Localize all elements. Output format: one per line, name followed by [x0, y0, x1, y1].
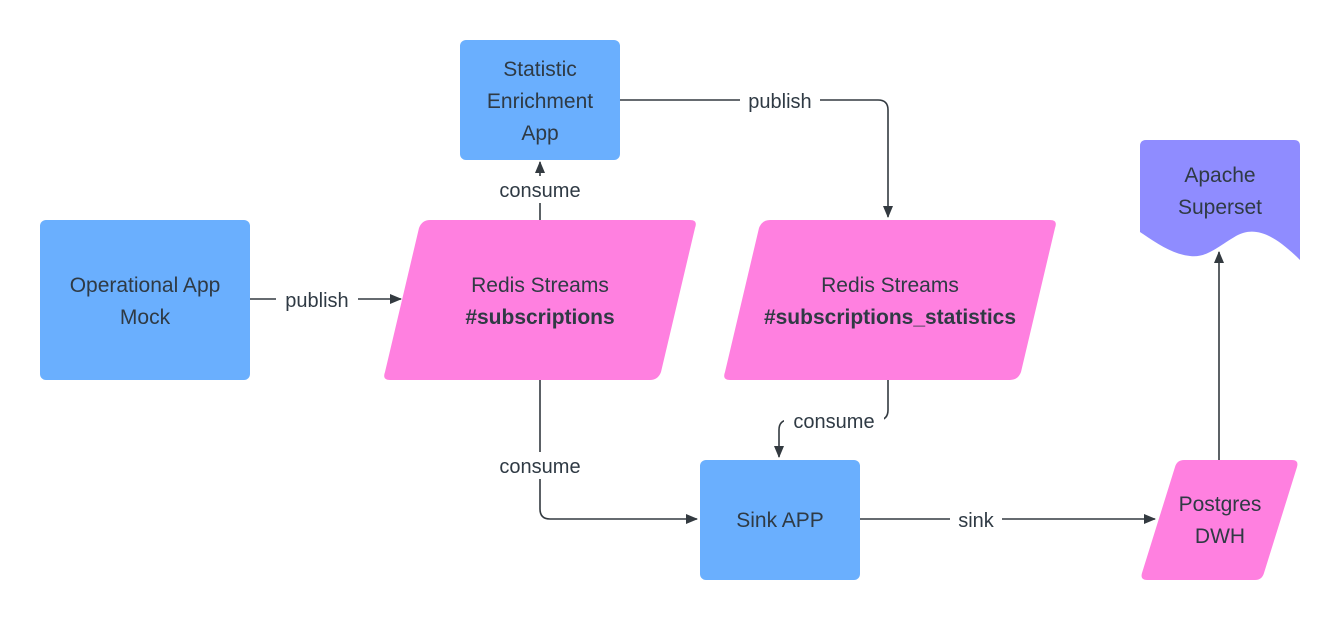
statistic-app-line-1: Statistic: [503, 58, 577, 81]
operational-app-line-1: Operational App: [70, 274, 221, 297]
postgres-line-1: Postgres: [1179, 493, 1262, 516]
statistic-enrichment-app-node[interactable]: Statistic Enrichment App: [460, 40, 620, 160]
postgres-dwh-node[interactable]: Postgres DWH: [1141, 460, 1298, 580]
operational-app-line-2: Mock: [120, 306, 171, 329]
consume-label-subscriptions: consume: [499, 456, 580, 478]
sink-app-node[interactable]: Sink APP: [700, 460, 860, 580]
statistic-app-line-2: Enrichment: [487, 90, 593, 113]
edge-statistic-to-statistics-stream: [620, 99, 893, 218]
redis-subscriptions-stream-name: #subscriptions: [465, 306, 614, 329]
edge-labels: publish consume publish consume consume …: [276, 87, 1002, 533]
redis-subscriptions-node[interactable]: Redis Streams #subscriptions: [384, 220, 696, 380]
publish-label-statistic: publish: [748, 91, 811, 113]
superset-line-1: Apache: [1184, 164, 1255, 187]
redis-statistics-stream-name: #subscriptions_statistics: [764, 306, 1016, 329]
superset-line-2: Superset: [1178, 196, 1262, 219]
sink-label: sink: [958, 510, 995, 532]
edges: [250, 99, 1224, 524]
statistic-app-line-3: App: [521, 122, 558, 145]
redis-subscriptions-title: Redis Streams: [471, 274, 609, 297]
operational-app-mock-node[interactable]: Operational App Mock: [40, 220, 250, 380]
redis-statistics-title: Redis Streams: [821, 274, 959, 297]
sink-app-label: Sink APP: [736, 509, 824, 532]
publish-label-operational: publish: [285, 290, 348, 312]
consume-label-statistics: consume: [793, 411, 874, 433]
apache-superset-node[interactable]: Apache Superset: [1140, 140, 1300, 260]
redis-statistics-node[interactable]: Redis Streams #subscriptions_statistics: [724, 220, 1056, 380]
postgres-line-2: DWH: [1195, 525, 1245, 548]
edge-subscriptions-to-sink: [539, 380, 698, 524]
consume-label-statistic: consume: [499, 180, 580, 202]
